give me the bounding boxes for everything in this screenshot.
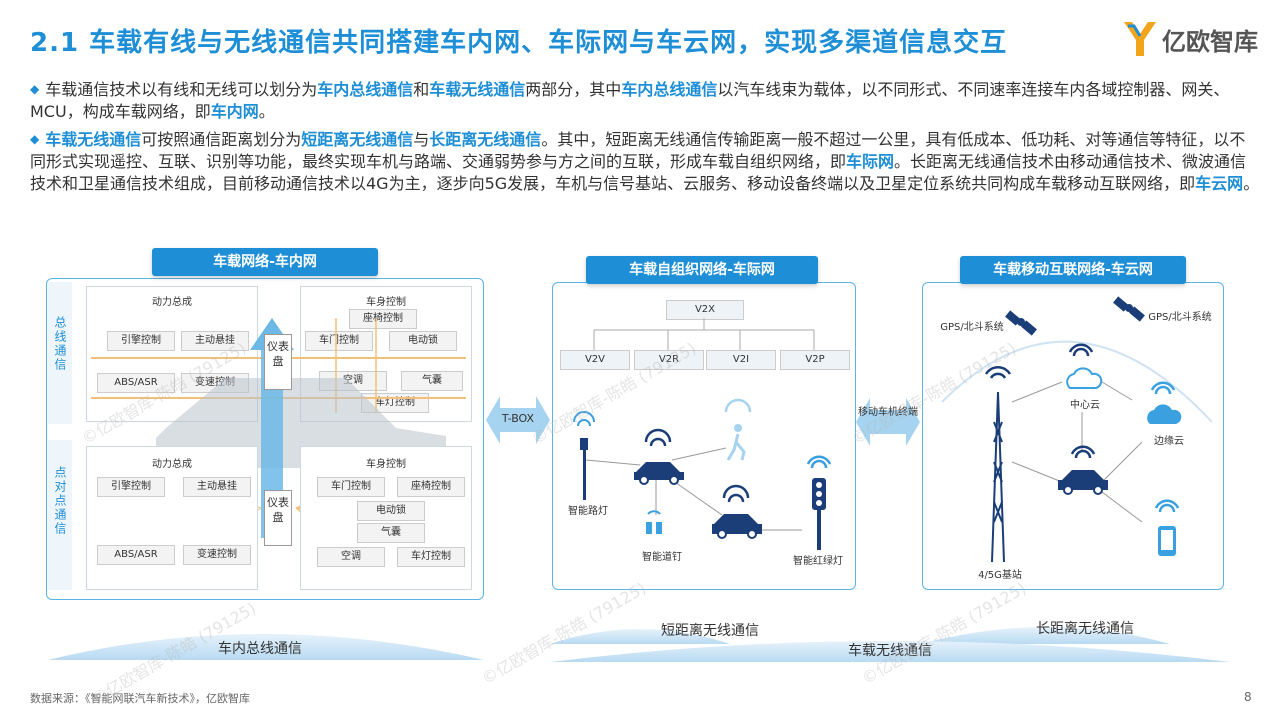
- abs-asr-box: ABS/ASR: [97, 545, 175, 565]
- door-control-box: 车门控制: [305, 331, 373, 351]
- mobile-terminal-arrow-icon: [856, 398, 920, 446]
- car-icon: [634, 428, 684, 485]
- bullet-text: 与: [413, 130, 430, 149]
- highlight-term: 车载无线通信: [429, 80, 526, 99]
- bullet-2: ◆ 车载无线通信可按照通信距离划分为短距离无线通信与长距离无线通信。其中，短距离无…: [30, 128, 1260, 195]
- highlight-term: 长距离无线通信: [429, 130, 542, 149]
- seat-control-box: 座椅控制: [349, 309, 417, 329]
- highlight-term: 车云网: [1195, 174, 1244, 193]
- airbag-box: 气囊: [357, 523, 425, 543]
- highlight-term: 车内网: [210, 102, 259, 121]
- bullet-text: 两部分，其中: [525, 80, 622, 99]
- dashboard-box-bottom: 仪表盘: [264, 490, 292, 546]
- group-title: 动力总成: [152, 297, 192, 308]
- abs-asr-box: ABS/ASR: [97, 373, 175, 393]
- logo-text: 亿欧智库: [1162, 28, 1258, 56]
- bullet-text: 。长距离无线通信技术由移动通信技术、微波通信技术和卫星通信技术组成，目前移动通信…: [30, 152, 1247, 193]
- smartphone-icon: [1154, 499, 1180, 556]
- v2x-tree-lines: [593, 318, 815, 350]
- group-title: 车身控制: [366, 459, 406, 470]
- page-number: 8: [1244, 690, 1252, 704]
- bullet-text: 车载通信技术以有线和无线可以划分为: [45, 80, 318, 99]
- edge-cloud-icon: [1147, 381, 1182, 424]
- v2p-box: V2P: [780, 350, 850, 370]
- engine-control-box: 引擎控制: [97, 477, 165, 497]
- highlight-term: 车内总线通信: [621, 80, 718, 99]
- v2v-box: V2V: [560, 350, 630, 370]
- panel-header-in-vehicle: 车载网络-车内网: [152, 248, 378, 276]
- transmission-control-box: 变速控制: [183, 545, 251, 565]
- airbag-box: 气囊: [401, 371, 463, 391]
- group-title: 动力总成: [152, 459, 192, 470]
- p2p-comm-label: 点对点通信: [53, 466, 67, 536]
- yiou-logo-icon: [1124, 22, 1156, 56]
- highlight-term: 车内总线通信: [317, 80, 414, 99]
- bullet-text: 。: [1243, 174, 1260, 193]
- base-station-label: 4/5G基站: [978, 570, 1022, 581]
- diamond-icon: ◆: [30, 132, 40, 146]
- source-note: 数据来源：《智能网联汽车新技术》，亿欧智库: [30, 692, 250, 705]
- base-station-tower-icon: [984, 365, 1012, 563]
- smart-traffic-light-label: 智能红绿灯: [793, 556, 843, 567]
- panel-header-v2x: 车载自组织网络-车际网: [586, 256, 818, 284]
- door-control-box: 车门控制: [317, 477, 385, 497]
- bullet-text: 。: [258, 102, 275, 121]
- diamond-icon: ◆: [30, 82, 40, 96]
- v2i-box: V2I: [706, 350, 776, 370]
- bus-strip: [48, 282, 72, 424]
- smart-streetlamp-icon: [573, 411, 595, 500]
- seat-control-box: 座椅控制: [397, 477, 465, 497]
- mobile-terminal-label: 移动车机终端: [858, 407, 918, 418]
- panel-header-vehicle-cloud: 车载移动互联网络-车云网: [960, 256, 1186, 284]
- v2x-box: V2X: [666, 300, 744, 320]
- bus-comm-band-label: 车内总线通信: [218, 641, 302, 657]
- bottom-bands: [48, 627, 1230, 662]
- p2p-strip: [48, 440, 72, 590]
- bus-comm-label: 总线通信: [53, 316, 67, 372]
- pedestrian-icon: [724, 398, 752, 461]
- highlight-term: 短距离无线通信: [301, 130, 414, 149]
- road-stud-icon: [646, 510, 662, 534]
- connected-car-icon: [1058, 445, 1108, 495]
- tbox-arrow-icon: [486, 396, 550, 444]
- ac-box: 空调: [317, 547, 385, 567]
- body-control-p2p-group: 车身控制 车门控制 座椅控制 电动锁 气囊 空调 车灯控制: [300, 446, 472, 590]
- satellite-icon-2: [1113, 296, 1145, 322]
- bullet-text: 和: [413, 80, 430, 99]
- gps-label-2: GPS/北斗系统: [1148, 312, 1212, 323]
- smart-stud-label: 智能道钉: [642, 552, 682, 563]
- center-cloud-icon: [1066, 343, 1103, 389]
- group-title: 车身控制: [366, 297, 406, 308]
- active-suspension-box: 主动悬挂: [181, 331, 249, 351]
- bullet-text: 。其中，短距离无线通信传输距离一般不超过一公里，具有低成本、低功耗、对等通信等特…: [30, 130, 1246, 171]
- tbox-label: T-BOX: [501, 412, 535, 425]
- v2r-box: V2R: [634, 350, 704, 370]
- light-control-box: 车灯控制: [397, 547, 465, 567]
- short-range-band-label: 短距离无线通信: [661, 623, 759, 639]
- highlight-term: 车载无线通信: [45, 130, 142, 149]
- satellite-icon: [1005, 310, 1037, 336]
- car-icon-2: [712, 484, 762, 539]
- electric-lock-box: 电动锁: [389, 331, 457, 351]
- active-suspension-box: 主动悬挂: [183, 477, 251, 497]
- center-cloud-label: 中心云: [1070, 400, 1100, 411]
- panel-v2x-network: [552, 282, 856, 590]
- v2x-scene: [573, 398, 832, 550]
- edge-cloud-label: 边缘云: [1154, 436, 1184, 447]
- smart-lamp-label: 智能路灯: [568, 506, 608, 517]
- bullet-1: ◆车载通信技术以有线和无线可以划分为车内总线通信和车载无线通信两部分，其中车内总…: [30, 78, 1260, 123]
- traffic-light-icon: [806, 455, 832, 550]
- electric-lock-box: 电动锁: [357, 501, 425, 521]
- vehicle-cloud-scene: [941, 296, 1213, 563]
- highlight-term: 车际网: [846, 152, 895, 171]
- powertrain-p2p-group: 动力总成 引擎控制 主动悬挂 ABS/ASR 变速控制: [86, 446, 258, 590]
- gps-label-1: GPS/北斗系统: [940, 322, 1004, 333]
- dashboard-box-top: 仪表盘: [264, 334, 292, 390]
- bullet-text: 可按照通信距离划分为: [141, 130, 302, 149]
- wireless-band-label: 车载无线通信: [848, 643, 932, 659]
- engine-control-box: 引擎控制: [107, 331, 175, 351]
- page-title: 2.1 车载有线与无线通信共同搭建车内网、车际网与车云网，实现多渠道信息交互: [30, 28, 1008, 58]
- bullet-text: 以汽车线束为载体，以不同形式、不同速率连接车内各域控制器、网关、MCU，构成车载…: [30, 80, 1230, 121]
- long-range-band-label: 长距离无线通信: [1036, 621, 1134, 637]
